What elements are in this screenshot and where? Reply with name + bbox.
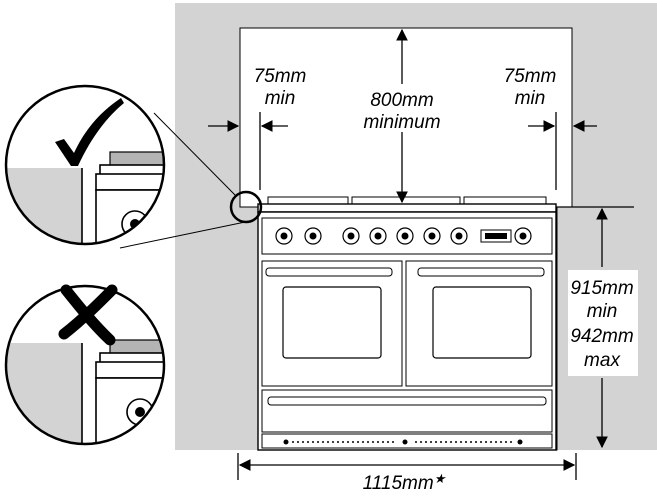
height-max-value: 942mm xyxy=(570,326,633,347)
width-value-text: 1115mm xyxy=(363,473,434,493)
hob-top xyxy=(257,203,557,213)
top-clearance-value: 800mm xyxy=(370,90,433,111)
cross-mark-icon xyxy=(58,284,118,346)
storage-drawer xyxy=(261,389,553,433)
side-clearance-left-value: 75mm xyxy=(254,66,307,87)
detail-callout xyxy=(119,112,263,249)
left-oven-window xyxy=(282,286,382,359)
width-asterisk: ★ xyxy=(434,471,447,486)
side-clearance-left-qualifier: min xyxy=(265,88,296,109)
height-min-value: 915mm xyxy=(570,278,633,299)
height-max-qualifier: max xyxy=(584,350,621,371)
width-value: 1115mm★ xyxy=(363,471,447,493)
dimension-labels: 75mm min 75mm min 800mm minimum 915mm mi… xyxy=(254,66,638,494)
height-min-qualifier: min xyxy=(587,301,618,322)
detail-correct xyxy=(4,84,166,246)
side-clearance-right-qualifier: min xyxy=(515,88,546,109)
right-oven-window xyxy=(432,286,532,359)
top-clearance-qualifier: minimum xyxy=(363,112,440,133)
oven-doors xyxy=(261,260,553,387)
detail-incorrect xyxy=(4,284,166,446)
dimension-lines xyxy=(208,28,634,480)
range-cooker xyxy=(257,196,557,451)
side-clearance-right-value: 75mm xyxy=(504,66,557,87)
check-mark-icon xyxy=(55,98,124,166)
control-knobs xyxy=(275,227,532,245)
